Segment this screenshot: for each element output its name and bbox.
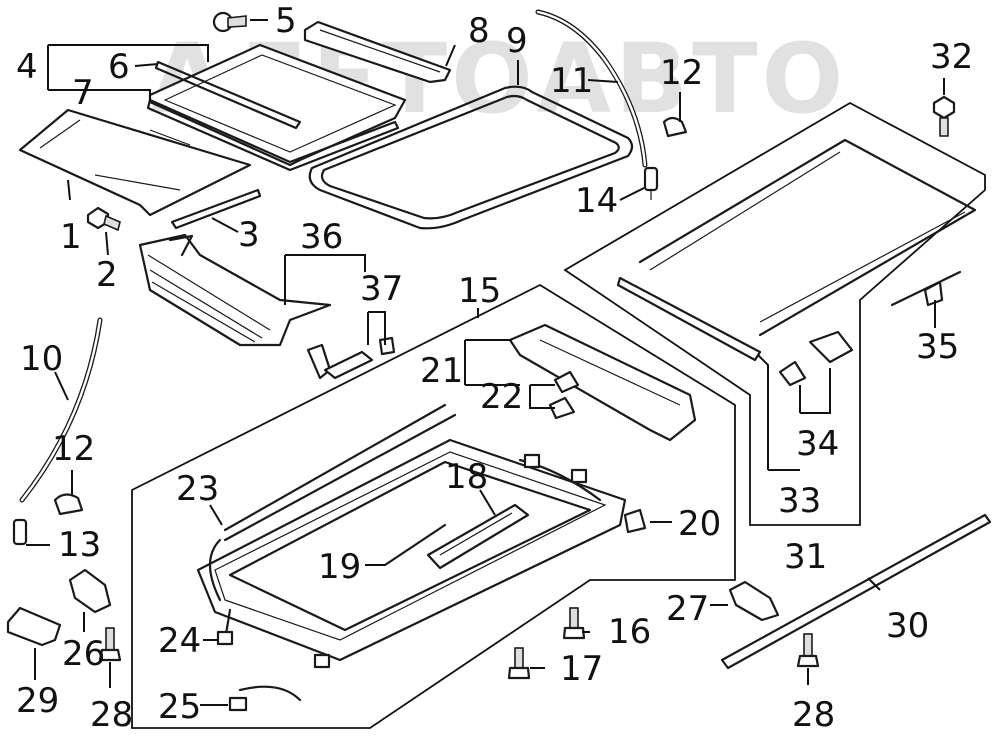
callout-32: 32: [930, 37, 973, 77]
callout-2: 2: [96, 255, 118, 295]
subassembly-frame-15: [131, 283, 736, 729]
part-bolt-16: [562, 607, 586, 640]
part-wiring-harness: [216, 453, 602, 712]
callout-34: 34: [796, 424, 839, 464]
callout-35: 35: [916, 327, 959, 367]
callout-13: 13: [58, 525, 101, 565]
part-roof-strip-30: [720, 513, 992, 670]
callout-10: 10: [20, 339, 63, 379]
callout-30: 30: [886, 606, 929, 646]
callout-3: 3: [238, 215, 260, 255]
callout-17: 17: [560, 649, 603, 689]
callout-36: 36: [300, 217, 343, 257]
part-bolt-17: [507, 647, 531, 680]
callout-29: 29: [16, 681, 59, 721]
part-screw-5: [212, 11, 247, 33]
callout-33: 33: [778, 481, 821, 521]
callout-18: 18: [445, 457, 488, 497]
leader-lines: [26, 19, 945, 706]
callout-22: 22: [480, 377, 523, 417]
part-drive-cable: [209, 403, 457, 602]
callout-8: 8: [468, 11, 490, 51]
part-hose-connector-lower: [12, 518, 28, 546]
part-motor-26: [68, 568, 112, 614]
part-motor-mount: [426, 503, 530, 570]
callout-20: 20: [678, 504, 721, 544]
part-hose-clip-upper: [662, 116, 688, 138]
callout-19: 19: [318, 547, 361, 587]
callout-14: 14: [575, 181, 618, 221]
callout-27: 27: [666, 589, 709, 629]
callout-11: 11: [550, 61, 593, 101]
part-bolt-28-right: [796, 633, 820, 668]
part-rear-cross-member: [508, 323, 697, 442]
part-control-module-29: [6, 606, 62, 647]
callout-12-upper: 12: [660, 53, 703, 93]
callout-16: 16: [608, 612, 651, 652]
part-guide-brackets: [548, 370, 580, 420]
part-sunroof-frame: [196, 438, 627, 662]
callout-26: 26: [62, 634, 105, 674]
callout-12-lower: 12: [52, 429, 95, 469]
part-rod-19: [383, 523, 447, 567]
callout-6: 6: [108, 47, 130, 87]
callout-24: 24: [158, 621, 201, 661]
part-front-trim: [138, 233, 332, 347]
callout-9: 9: [506, 21, 528, 61]
part-sunshade: [616, 138, 977, 362]
part-weatherstrip: [308, 85, 634, 230]
callout-23: 23: [176, 469, 219, 509]
part-trim-clip: [306, 336, 396, 380]
callout-4: 4: [16, 47, 38, 87]
part-bolt-32: [932, 95, 956, 137]
callout-15: 15: [458, 271, 501, 311]
callout-28-left: 28: [90, 695, 133, 735]
part-bolt-28-left: [98, 627, 122, 662]
part-glass-assembly: [146, 43, 407, 172]
part-wind-deflector: [303, 20, 452, 84]
callout-31: 31: [784, 537, 827, 577]
part-bolt-2: [86, 206, 121, 232]
part-sunshade-guide: [778, 330, 854, 387]
part-seal-strip: [170, 188, 262, 230]
part-motor-27: [728, 580, 780, 622]
part-hose-clip-lower: [53, 493, 84, 516]
part-hose-connector: [643, 166, 659, 200]
callout-37: 37: [360, 269, 403, 309]
callout-28-right: 28: [792, 695, 835, 735]
part-bracket-20: [623, 508, 647, 534]
callout-5: 5: [275, 1, 297, 41]
callout-25: 25: [158, 687, 201, 727]
callout-1: 1: [60, 217, 82, 257]
part-glass-panel: [18, 108, 252, 217]
callout-7: 7: [72, 73, 94, 113]
subassembly-frame-31: [563, 101, 986, 526]
part-cable-35: [890, 270, 962, 307]
callout-labels: 1 2 3 4 5 6 7 8 9 10 11 12 12 13 14 15 1…: [16, 1, 973, 735]
callout-21: 21: [420, 351, 463, 391]
